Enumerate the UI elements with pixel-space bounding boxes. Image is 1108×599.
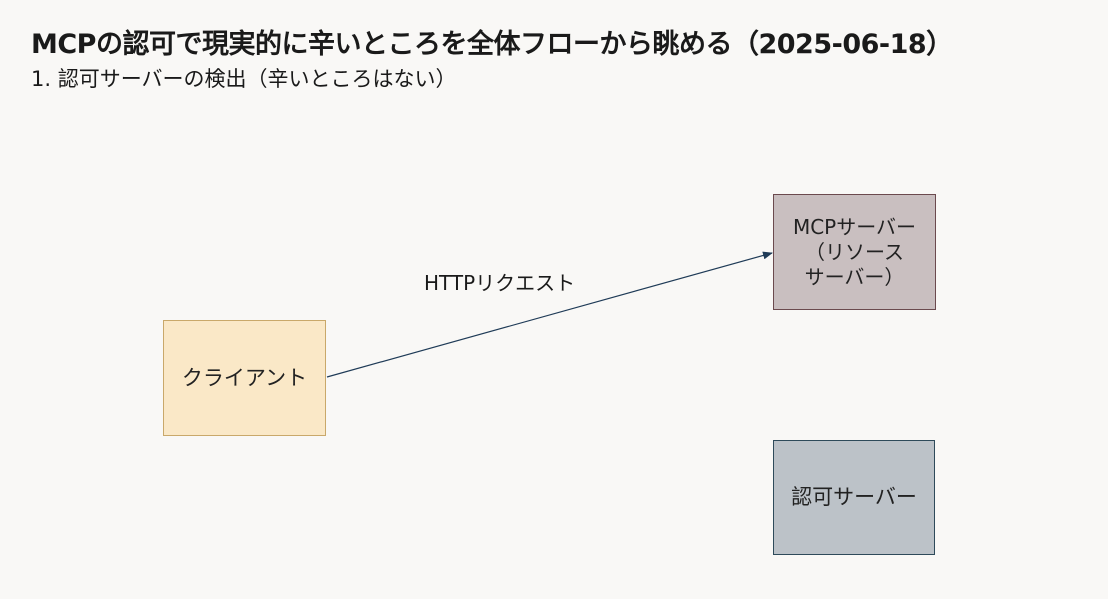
slide-subtitle: 1. 認可サーバーの検出（辛いところはない） [31, 67, 457, 91]
node-auth-server-label: 認可サーバー [791, 485, 917, 510]
node-auth-server[interactable]: 認可サーバー [773, 440, 935, 555]
node-mcp-server[interactable]: MCPサーバー （リソース サーバー） [773, 194, 936, 310]
node-client-label: クライアント [181, 365, 308, 390]
slide-title: MCPの認可で現実的に辛いところを全体フローから眺める（2025-06-18） [31, 29, 953, 60]
node-client[interactable]: クライアント [163, 320, 326, 436]
node-mcp-server-label: MCPサーバー （リソース サーバー） [792, 214, 917, 289]
edge-label-http-request: HTTPリクエスト [424, 271, 576, 295]
